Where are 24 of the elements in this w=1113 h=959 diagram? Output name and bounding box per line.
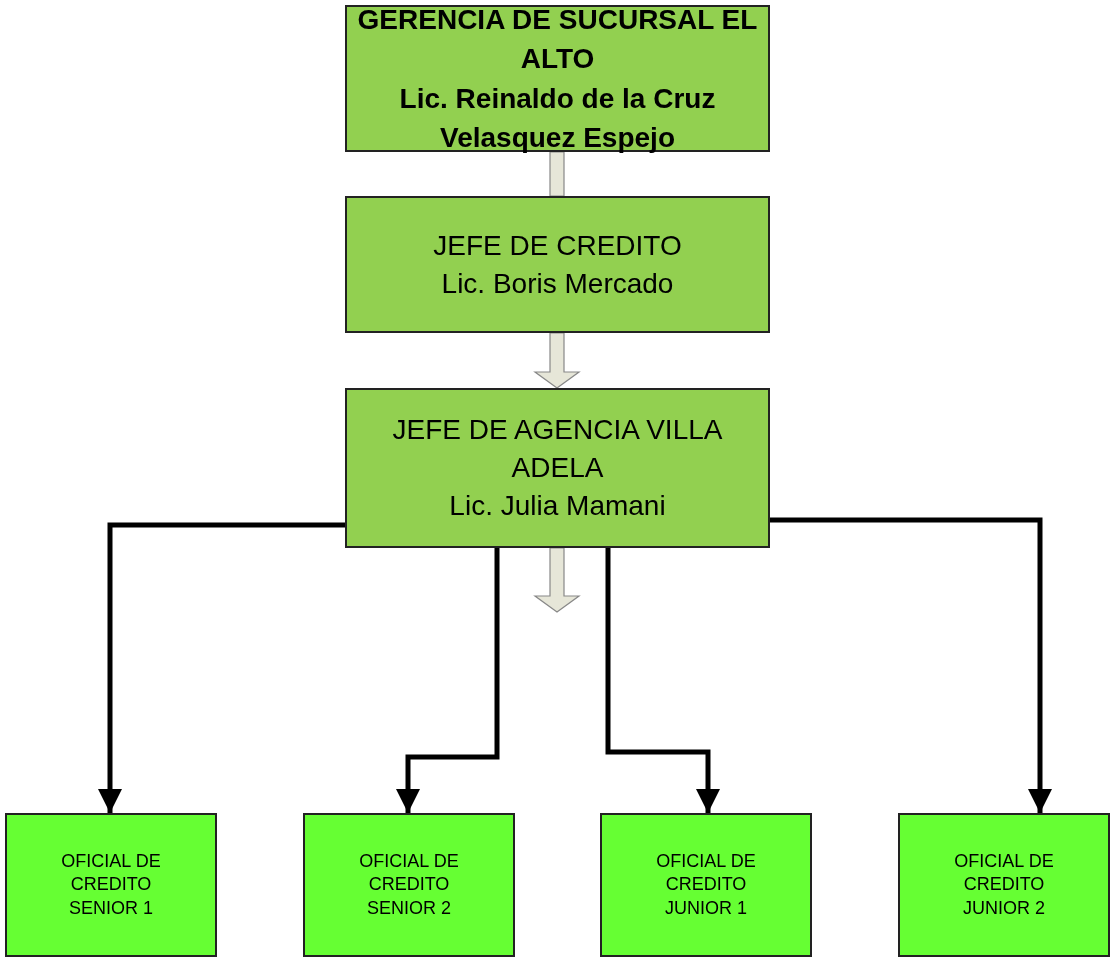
block-arrow: [533, 332, 581, 389]
role-title: OFICIAL DE CREDITO SENIOR 1: [60, 849, 162, 920]
arrow: [396, 548, 500, 813]
org-box: [345, 5, 770, 152]
role-title: JEFE DE AGENCIA VILLA ADELA: [391, 413, 724, 486]
role-title: JEFE DE CREDITO: [433, 228, 682, 263]
arrow: [770, 517, 1052, 813]
org-box: [345, 388, 770, 548]
role-title: OFICIAL DE CREDITO JUNIOR 2: [953, 849, 1055, 920]
org-box: [345, 196, 770, 333]
org-box: [600, 813, 812, 957]
person-name: Lic. Reinaldo de la Cruz Velasquez Espejo: [398, 81, 717, 155]
block-arrow: [549, 151, 565, 197]
role-title: OFICIAL DE CREDITO JUNIOR 1: [655, 849, 757, 920]
role-title: GERENCIA DE SUCURSAL EL ALTO: [357, 3, 758, 77]
arrow: [605, 548, 720, 813]
org-box: [5, 813, 217, 957]
block-arrow: [533, 547, 581, 613]
person-name: Lic. Boris Mercado: [441, 266, 674, 301]
person-name: Lic. Julia Mamani: [449, 488, 666, 523]
role-title: OFICIAL DE CREDITO SENIOR 2: [358, 849, 460, 920]
org-box: [898, 813, 1110, 957]
org-box: [303, 813, 515, 957]
arrow: [98, 522, 345, 813]
